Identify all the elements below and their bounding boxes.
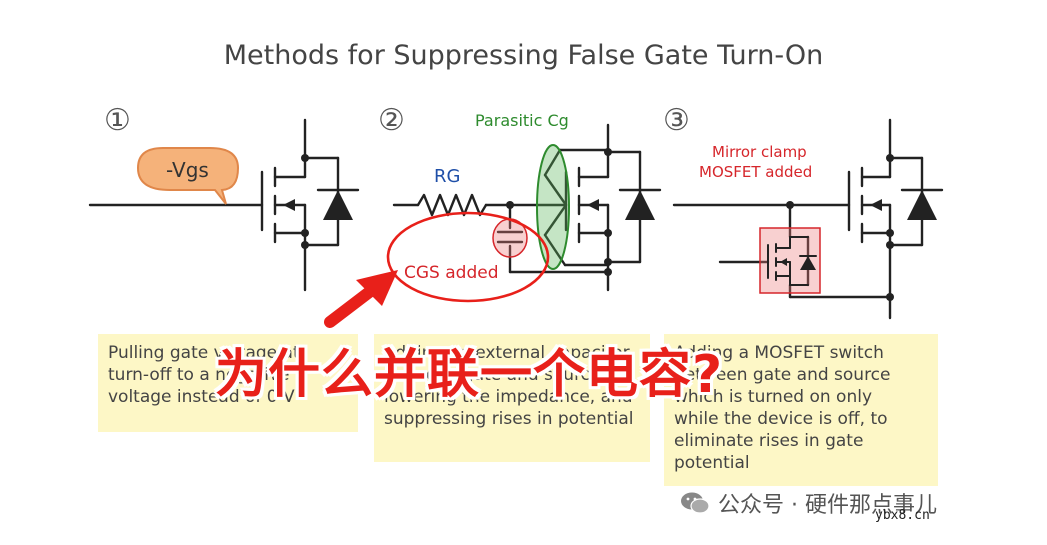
panel-3-number: ③: [663, 103, 690, 138]
wechat-icon: [680, 491, 710, 515]
panel-1-diode-icon: [323, 190, 353, 220]
note-line: lowering the impedance, and: [384, 387, 633, 407]
watermark: 公众号 · 硬件那点事儿: [680, 487, 937, 519]
watermark-account: 公众号 · 硬件那点事儿: [718, 493, 937, 518]
panel-1-arrow-icon: [283, 199, 295, 211]
note-line: which is turned on only: [674, 387, 873, 407]
note-line: Pulling gate voltage at: [108, 343, 300, 363]
panel-3-diode-icon: [907, 190, 937, 220]
note-line: turn-off to a negative: [108, 365, 290, 385]
note-line: suppressing rises in potential: [384, 409, 634, 429]
mirror-clamp-label-2: MOSFET added: [699, 163, 812, 181]
note-line: between gate and source,: [384, 365, 606, 385]
note-line: Adding a MOSFET switch: [674, 343, 884, 363]
cgs-label: CGS added: [404, 263, 499, 283]
panel-1-mosfet: [88, 118, 360, 292]
note-line: Adding an external capacitor: [384, 343, 630, 363]
note-line: between gate and source: [674, 365, 891, 385]
mirror-clamp-box: [759, 227, 821, 294]
panel-2-note: Adding an external capacitor between gat…: [374, 334, 650, 462]
watermark-site: ybx8.cn: [875, 508, 930, 523]
cgs-annotation-circle: [386, 211, 550, 303]
note-line: eliminate rises in gate: [674, 431, 864, 451]
panel-2-arrow-icon: [587, 199, 599, 211]
panel-3-note: Adding a MOSFET switch between gate and …: [664, 334, 938, 486]
note-line: potential: [674, 453, 750, 473]
panel-2-diode-icon: [625, 190, 655, 220]
panel-1-note: Pulling gate voltage at turn-off to a ne…: [98, 334, 358, 432]
panel-2-number: ②: [378, 103, 405, 138]
overlay-question: 为什么并联一个电容?: [215, 345, 724, 405]
diagram-title: Methods for Suppressing False Gate Turn-…: [223, 40, 824, 71]
panel-1-callout-bubble: [136, 147, 240, 205]
panel-3-arrow-icon: [870, 199, 882, 211]
note-line: while the device is off, to: [674, 409, 888, 429]
panel-1-number: ①: [104, 103, 131, 138]
parasitic-cap-highlight: [536, 144, 570, 270]
panel-1-callout-text: -Vgs: [166, 158, 209, 182]
red-pointer-arrow: [324, 270, 398, 328]
parasitic-label: Parasitic Cg: [475, 111, 569, 130]
note-line: voltage instead of 0 V: [108, 387, 295, 407]
rg-label: RG: [434, 166, 460, 187]
mirror-clamp-label-1: Mirror clamp: [712, 143, 807, 161]
